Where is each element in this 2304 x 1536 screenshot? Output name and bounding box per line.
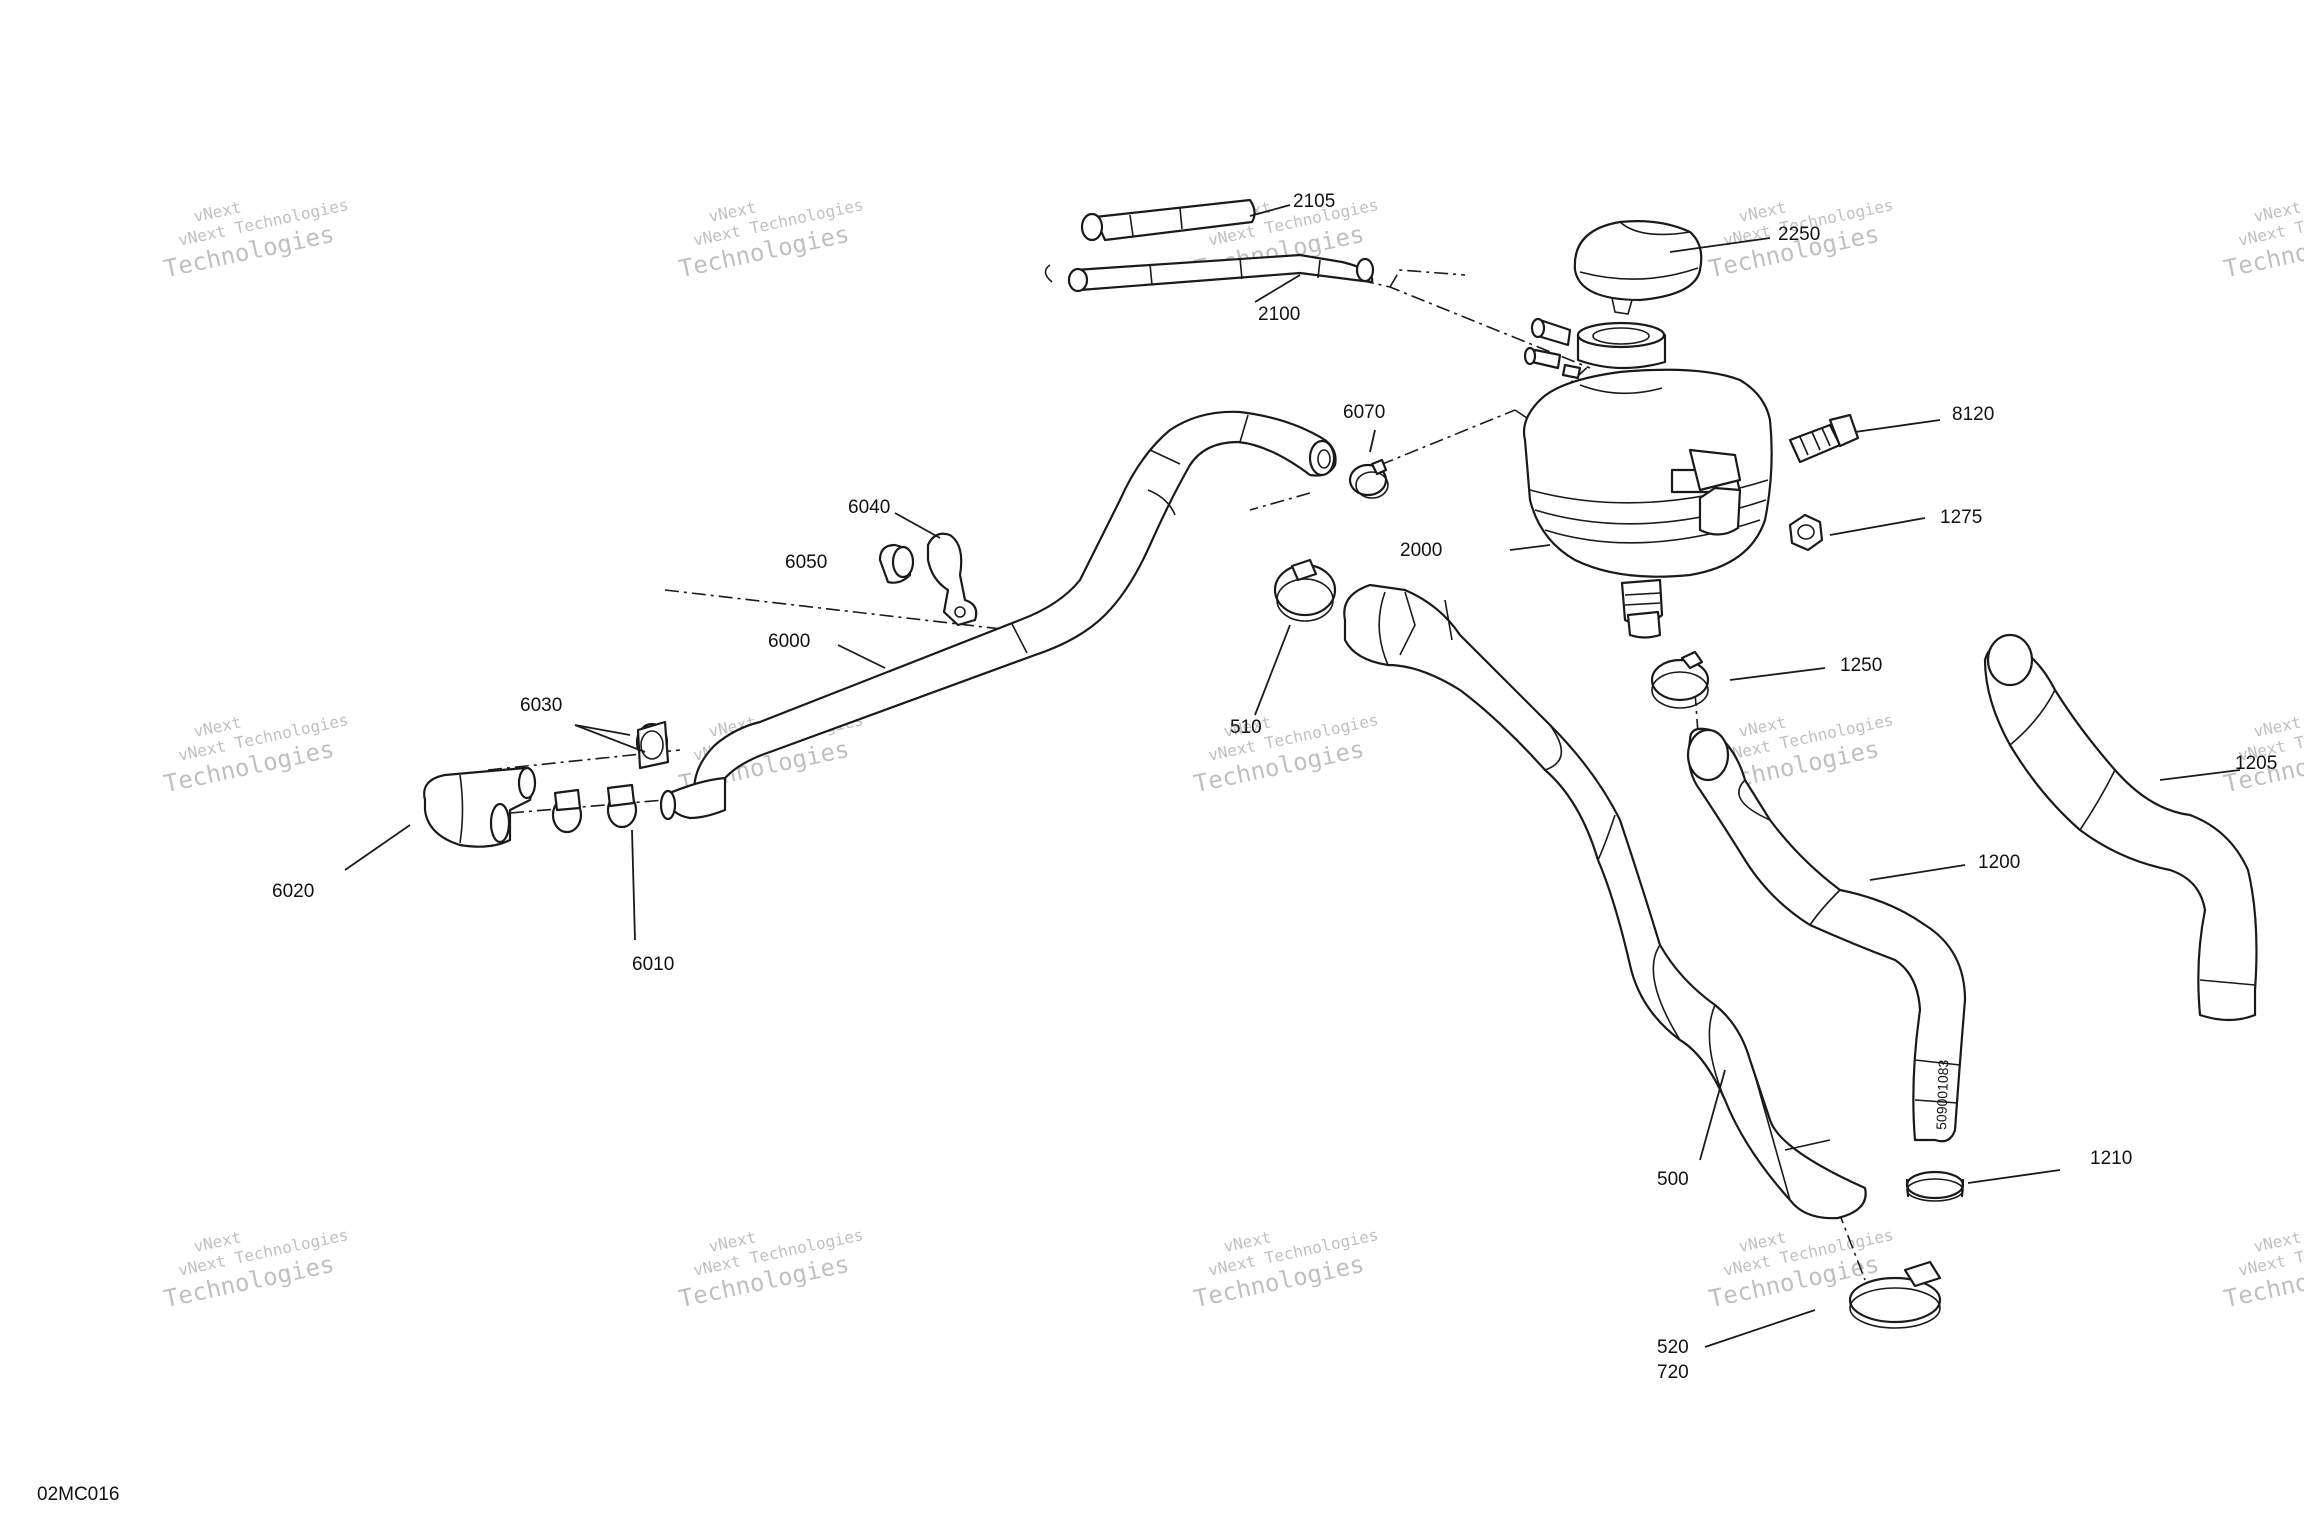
callout-labels: 2105 2100 2250 6070 8120 6040 1275 6050 …	[272, 191, 2277, 1383]
expansion-tank-2000	[1522, 317, 1773, 639]
clamp-510	[1273, 558, 1337, 622]
hose-6020	[423, 766, 537, 848]
hose-1200: 509001083	[1686, 727, 1967, 1143]
callout-520: 520	[1657, 1337, 1689, 1358]
callout-6070: 6070	[1343, 402, 1385, 423]
pressure-cap-2250	[1573, 220, 1703, 315]
callout-2105: 2105	[1293, 191, 1335, 212]
callout-1250: 1250	[1840, 655, 1882, 676]
clamp-520-720	[1848, 1260, 1942, 1329]
bracket-6040	[926, 532, 978, 627]
callout-1200: 1200	[1978, 852, 2020, 873]
callout-6040: 6040	[848, 497, 890, 518]
hose-1205	[1983, 633, 2258, 1022]
callout-500: 500	[1657, 1169, 1689, 1190]
callout-1275: 1275	[1940, 507, 1982, 528]
clamp-1250	[1650, 650, 1710, 709]
leader-lines	[344, 204, 2241, 1348]
hose-500	[1343, 583, 1867, 1220]
callout-6000: 6000	[768, 631, 810, 652]
callout-8120: 8120	[1952, 404, 1994, 425]
bolt-8120	[1788, 413, 1860, 464]
callout-720: 720	[1657, 1362, 1689, 1383]
clamp-6030	[635, 720, 670, 770]
hose-6000	[659, 410, 1337, 821]
callout-1210: 1210	[2090, 1148, 2132, 1169]
hose-2100	[1044, 253, 1375, 293]
callout-2100: 2100	[1258, 304, 1300, 325]
figure-code: 02MC016	[37, 1484, 119, 1505]
clamp-6070	[1348, 458, 1389, 499]
callout-6030: 6030	[520, 695, 562, 716]
callout-1205: 1205	[2235, 753, 2277, 774]
callout-510: 510	[1230, 717, 1262, 738]
hose-2105	[1080, 198, 1256, 242]
grommet-6050	[878, 543, 915, 584]
nut-1275	[1788, 513, 1824, 552]
callout-6050: 6050	[785, 552, 827, 573]
callout-6020: 6020	[272, 881, 314, 902]
callout-2000: 2000	[1400, 540, 1442, 561]
callout-6010: 6010	[632, 954, 674, 975]
callout-2250: 2250	[1778, 224, 1820, 245]
clamp-6010	[551, 783, 638, 834]
clamp-1210	[1905, 1170, 1965, 1202]
hose-marking: 509001083	[1933, 1059, 1951, 1130]
